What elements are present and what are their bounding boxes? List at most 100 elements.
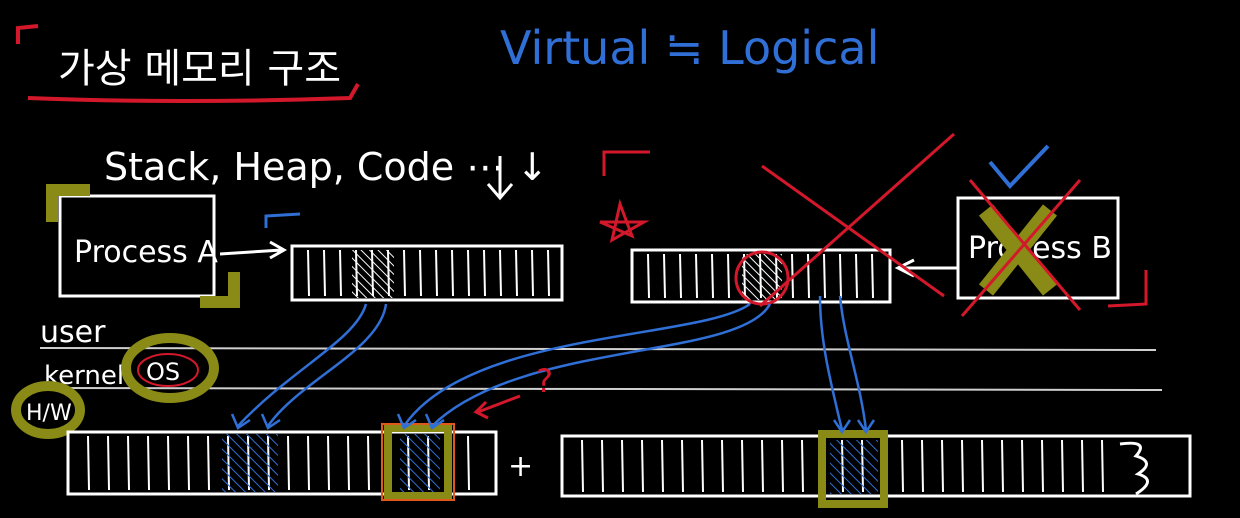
process-a-box [58, 194, 216, 298]
vm-a-cell-divider [323, 249, 326, 297]
pm2-cell-divider [781, 439, 784, 493]
vm-b-cell-divider [823, 253, 826, 299]
vm-a-hatched-page [352, 250, 394, 298]
process-b-blue-check [988, 144, 1050, 190]
pm2-cell-divider [641, 439, 644, 493]
map-arrow-b-4 [838, 295, 876, 435]
pm2-cell-divider [721, 439, 724, 493]
pm1-olive-box [384, 424, 452, 500]
pm2-hatched-page [830, 440, 878, 494]
map-arrow-a-1 [230, 303, 368, 430]
title-korean: 가상 메모리 구조 [58, 46, 341, 92]
vm-b-red-x [759, 132, 955, 308]
pm1-strip [66, 430, 498, 496]
pm1-cell-divider [467, 435, 470, 491]
title-group: 가상 메모리 구조 [16, 24, 360, 103]
pm2-cell-divider [921, 439, 924, 493]
vm-a-cell-divider [515, 249, 518, 297]
pm2-cell-divider [1021, 439, 1024, 493]
pm2-cell-divider [661, 439, 664, 493]
vm-a-cell-divider [483, 249, 486, 297]
pm1-cell-divider [307, 435, 310, 491]
segments-down-arrow [486, 156, 514, 201]
vm-a-blue-bracket [264, 212, 301, 228]
physical-memory-1 [66, 423, 498, 501]
map-arrow-b-3 [818, 295, 852, 435]
pm1-cell-divider [187, 435, 190, 491]
pm2-cell-divider [621, 439, 624, 493]
physical-memory-2 [560, 430, 1192, 508]
arrow-process-b-to-vm [894, 258, 958, 278]
vm-b-cell-divider [839, 253, 842, 299]
red-question-arrow [473, 394, 521, 420]
title-bracket [16, 24, 39, 44]
pm1-cell-divider [107, 435, 110, 491]
vm-a-cell-divider [499, 249, 502, 297]
pm2-olive-box [818, 430, 888, 508]
pm1-cell-divider [367, 435, 370, 491]
pm2-cell-divider [681, 439, 684, 493]
vm-a-strip [290, 244, 564, 302]
arrow-process-a-to-vm [219, 240, 288, 260]
process-a-highlight-tl [46, 184, 90, 222]
vm-a-cell-divider [531, 249, 534, 297]
virtual-memory-b [599, 132, 955, 308]
separator-kernel-hw [39, 387, 1163, 391]
pm2-cell-divider [981, 439, 984, 493]
vm-a-cell-divider [451, 249, 454, 297]
vm-b-cell-divider [807, 253, 810, 299]
vm-b-red-star [599, 198, 650, 243]
process-b-red-bracket [1107, 270, 1148, 308]
pm2-cell-divider [581, 439, 584, 493]
vm-b-cell-divider [663, 253, 666, 299]
layer-label-hw: H/W [26, 401, 72, 426]
vm-a-cell-divider [307, 249, 310, 297]
pm2-cell-divider [1101, 439, 1104, 493]
pm2-cell-divider [701, 439, 704, 493]
pm2-cell-divider [761, 439, 764, 493]
vm-a-cell-divider [547, 249, 550, 297]
os-red-circle [137, 353, 199, 387]
map-arrow-a-2 [260, 303, 388, 430]
pm2-cell-divider [1001, 439, 1004, 493]
pm2-cell-divider [1081, 439, 1084, 493]
pm1-cell-divider [167, 435, 170, 491]
virtual-memory-a [290, 244, 564, 302]
vm-a-cell-divider [339, 249, 342, 297]
pm2-cell-divider [601, 439, 604, 493]
vm-b-cell-divider [711, 253, 714, 299]
vm-b-cell-divider [679, 253, 682, 299]
pm2-cell-divider [741, 439, 744, 493]
process-a-group: Process A [46, 184, 240, 308]
process-b-box [956, 196, 1120, 300]
vm-a-cell-divider [467, 249, 470, 297]
vm-b-cell-divider [695, 253, 698, 299]
vm-b-cell-divider [647, 253, 650, 299]
vm-b-cell-divider [855, 253, 858, 299]
vm-a-cell-divider [419, 249, 422, 297]
pm1-cell-divider [327, 435, 330, 491]
mapping-arrows [230, 295, 876, 435]
segments-note: Stack, Heap, Code ⋯ ↓ [104, 145, 548, 189]
vm-a-cell-divider [403, 249, 406, 297]
vm-b-cell-divider [871, 253, 874, 299]
pm2-cell-divider [901, 439, 904, 493]
pm2-squiggle-end [1119, 441, 1149, 496]
vm-b-red-bracket [602, 150, 650, 176]
pm1-cell-divider [147, 435, 150, 491]
vm-a-cell-divider [435, 249, 438, 297]
pm1-cell-divider [287, 435, 290, 491]
layer-label-user: user [40, 315, 106, 350]
pm1-hatched-b [400, 434, 440, 492]
process-a-label: Process A [74, 235, 218, 270]
pm1-cell-divider [127, 435, 130, 491]
pm2-cell-divider [961, 439, 964, 493]
subtitle-virtual-logical: Virtual ≒ Logical [500, 21, 879, 75]
process-a-highlight-br [200, 272, 240, 308]
process-b-group: Process B [956, 144, 1148, 317]
map-arrow-b-1 [396, 302, 751, 430]
vm-a-cells [307, 249, 550, 297]
red-question-mark: ? [536, 362, 553, 400]
pm1-orange-box [381, 423, 455, 501]
